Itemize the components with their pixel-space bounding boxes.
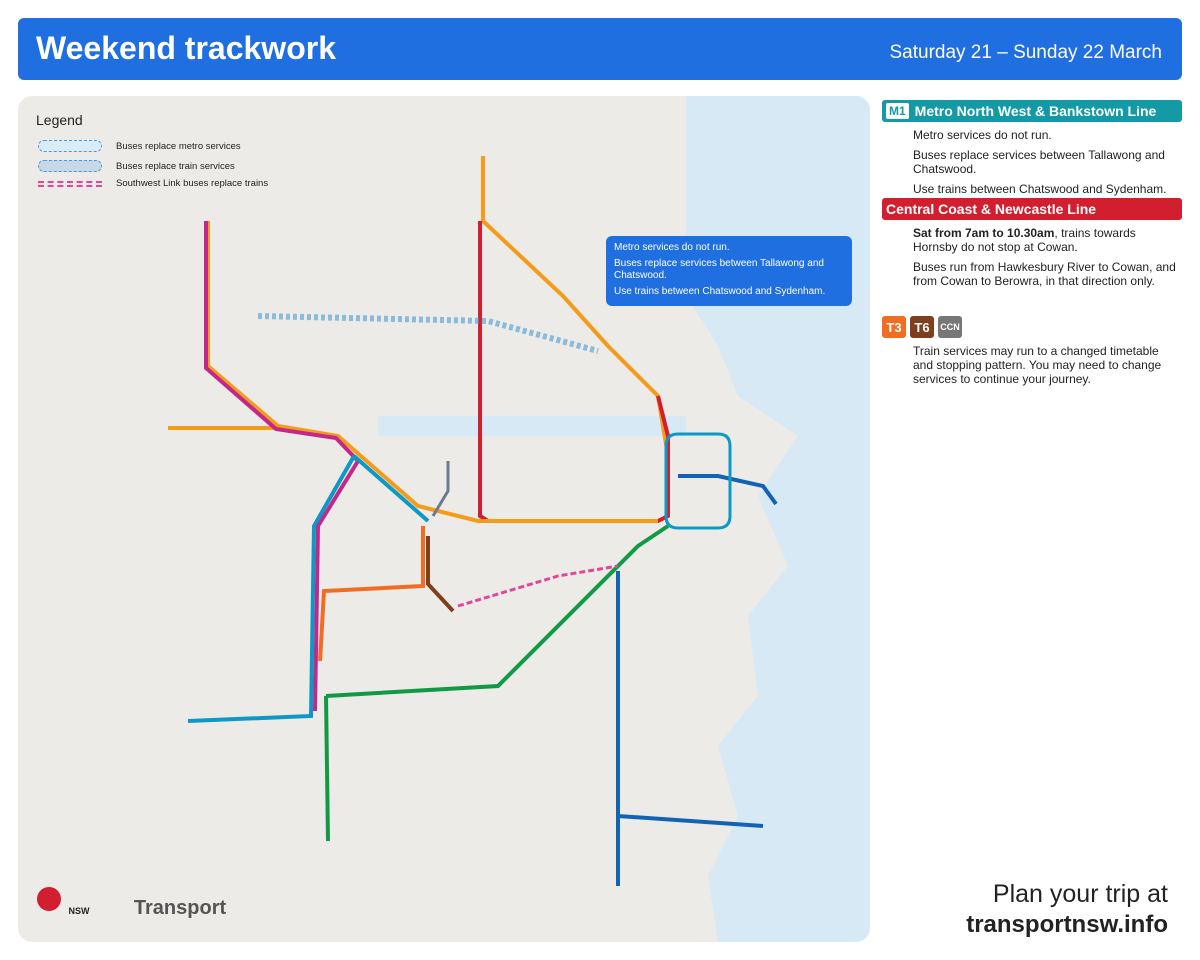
metro-code-badge: M1 (886, 103, 909, 119)
metro-bus-replacement (257, 313, 599, 354)
legend-metro-bus: Buses replace metro services (38, 140, 241, 152)
callout-line: Use trains between Chatswood and Sydenha… (614, 286, 826, 297)
t1-western-line (206, 221, 658, 523)
t2-line (187, 455, 356, 723)
t2-inner-west (352, 454, 430, 523)
ccn-text-1: Sat from 7am to 10.30am, trains towards … (913, 226, 1182, 254)
metro-text-1: Metro services do not run. (913, 128, 1052, 142)
legend-title: Legend (36, 112, 83, 128)
changed-badges: T3 T6 CCN (882, 316, 1182, 338)
legend-southwest: Southwest Link buses replace trains (38, 178, 268, 189)
badge-ccn: CCN (938, 316, 962, 338)
harbour-water (686, 96, 870, 942)
legend-train-swatch (38, 160, 102, 172)
nsw-waratah-icon (37, 887, 61, 911)
transport-wordmark: Transport (133, 897, 227, 919)
t8-line (324, 524, 670, 842)
t4-line (616, 474, 778, 886)
callout-line: Metro services do not run. (614, 242, 730, 253)
legend-label: Buses replace metro services (116, 140, 241, 152)
callout-line: Buses replace services between Tallawong… (614, 258, 824, 281)
ccn-title: Central Coast & Newcastle Line (886, 201, 1097, 217)
plan-text: Plan your trip at (992, 880, 1168, 908)
network-map[interactable]: Legend Buses replace metro services Buse… (18, 96, 870, 942)
changed-timetable-notice: T3 T6 CCN Train services may run to a ch… (882, 316, 1182, 386)
nsw-label: NSW (68, 906, 90, 916)
t7-line (431, 461, 450, 517)
t5-line (204, 221, 361, 712)
legend-metro-swatch (38, 140, 102, 152)
date-range: Saturday 21 – Sunday 22 March (889, 42, 1162, 63)
map-svg (168, 96, 870, 942)
badge-t6: T6 (910, 316, 934, 338)
city-circle (664, 432, 732, 530)
parramatta-river (378, 416, 686, 436)
page-title: Weekend trackwork (36, 30, 336, 66)
southwest-link (457, 564, 619, 608)
legend-southwest-swatch (38, 180, 102, 187)
metro-bar: M1 Metro North West & Bankstown Line (882, 100, 1182, 122)
ccn-bar: Central Coast & Newcastle Line (882, 198, 1182, 220)
metro-callout: Metro services do not run. Buses replace… (606, 236, 852, 306)
t6-line (426, 536, 455, 613)
metro-notice: M1 Metro North West & Bankstown Line Met… (882, 100, 1182, 196)
ccn-text-2: Buses run from Hawkesbury River to Cowan… (913, 260, 1176, 288)
changed-text: Train services may run to a changed time… (913, 344, 1162, 386)
ccn-time: Sat from 7am to 10.30am (913, 226, 1055, 240)
legend-label: Southwest Link buses replace trains (116, 178, 269, 189)
metro-text-3: Use trains between Chatswood and Sydenha… (913, 182, 1167, 196)
page-header: Weekend trackwork Saturday 21 – Sunday 2… (18, 18, 1182, 80)
ccn-rest: , trains towards Hornsby do not stop at … (913, 226, 1136, 254)
legend-label: Buses replace train services (116, 160, 235, 172)
metro-text-2: Buses replace services between Tallawong… (913, 148, 1165, 176)
badge-t3: T3 (882, 316, 906, 338)
transport-brand: NSW Transport (34, 884, 226, 920)
t3-line (318, 526, 425, 662)
legend-train-bus: Buses replace train services (38, 160, 235, 172)
metro-title: Metro North West & Bankstown Line (914, 103, 1157, 119)
plan-trip-footer: Plan your trip at transportnsw.info (966, 880, 1168, 939)
t1-north-shore-line (481, 156, 670, 457)
ccn-notice: Central Coast & Newcastle Line Sat from … (882, 198, 1182, 288)
website-link[interactable]: transportnsw.info (966, 911, 1168, 938)
